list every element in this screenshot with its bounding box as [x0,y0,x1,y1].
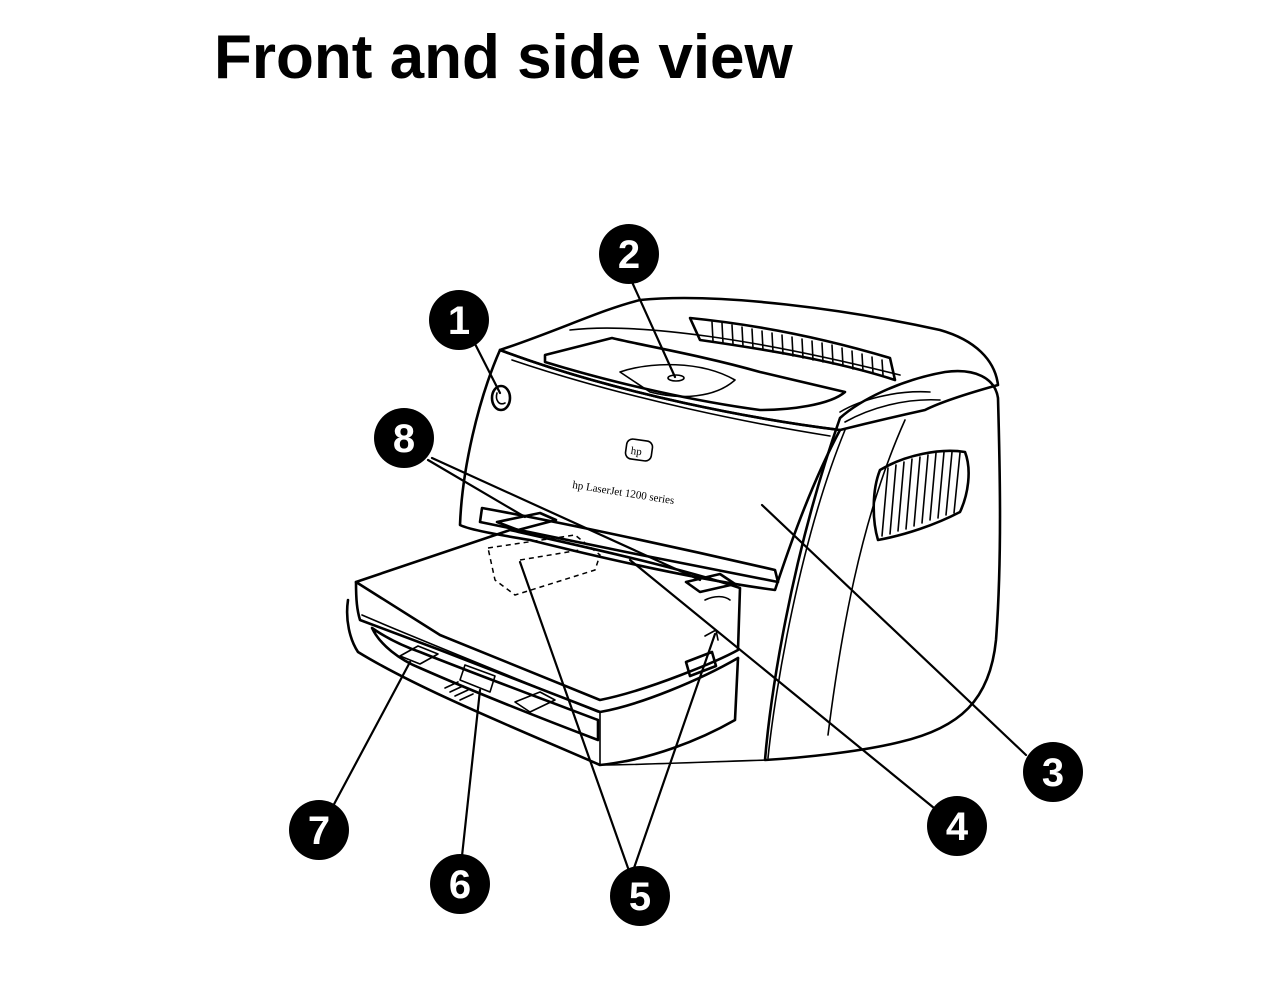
printer-top-cover [498,296,1000,432]
svg-text:3: 3 [1042,751,1064,795]
model-label: hp LaserJet 1200 series [572,479,676,507]
priority-feed-slot [478,506,780,584]
priority-feed-guide-right [684,572,737,594]
tray-front-lip [345,598,740,767]
page-title: Front and side view [214,23,793,92]
svg-text:5: 5 [629,875,651,919]
svg-text:2: 2 [618,233,640,277]
paper-outline [487,534,601,596]
power-button [490,384,512,412]
tray-grip [370,626,600,742]
tray-side-guide [684,650,718,678]
printer-illustration: hp hp LaserJet 1200 series [345,296,1002,767]
printer-front-panel [458,348,842,592]
svg-text:4: 4 [946,805,969,849]
svg-text:7: 7 [308,809,330,853]
priority-feed-guide-left [495,511,558,532]
top-output-slot [688,316,897,382]
output-bin [543,336,847,412]
svg-text:1: 1 [448,299,470,343]
svg-text:hp: hp [630,445,643,458]
hp-logo: hp [624,438,654,462]
main-input-tray [354,528,742,702]
leader-lines [330,280,1028,870]
side-vent [872,449,970,542]
callout-1: 1 [429,290,489,350]
callout-5: 5 [610,866,670,926]
printer-side-panel [763,369,1002,762]
callout-7: 7 [289,800,349,860]
callout-2: 2 [599,224,659,284]
callout-8: 8 [374,408,434,468]
svg-text:8: 8 [393,417,415,461]
callout-6: 6 [430,854,490,914]
callout-4: 4 [927,796,987,856]
callout-3: 3 [1023,742,1083,802]
svg-text:6: 6 [449,863,471,907]
